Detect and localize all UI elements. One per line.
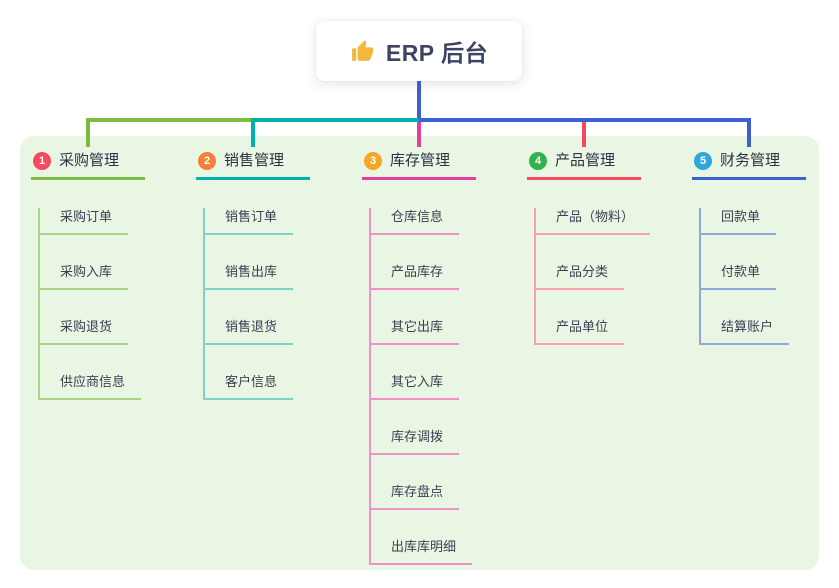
child-node[interactable]: 销售订单 [205,208,294,235]
child-node[interactable]: 产品库存 [371,263,460,290]
child-node[interactable]: 结算账户 [701,318,790,345]
root-node-erp-backend[interactable]: ERP 后台 [316,21,522,81]
connector-line [86,118,90,147]
root-title: ERP 后台 [385,40,489,66]
connector-line [251,118,255,147]
connector-line [417,122,421,147]
branch-label: 财务管理 [720,152,781,169]
branch-number-badge: 1 [33,151,51,170]
connector-line [417,81,421,122]
child-node[interactable]: 回款单 [701,208,777,235]
branch-number-badge: 2 [198,151,216,170]
branch-children: 仓库信息产品库存其它出库其它入库库存调拨库存盘点出库库明细 [369,208,476,565]
branch-1: 1 采购管理 采购订单采购入库采购退货供应商信息 [31,150,145,400]
branch-label: 销售管理 [224,152,285,169]
branch-label: 库存管理 [390,152,451,169]
branch-number-badge: 5 [694,151,712,170]
child-node[interactable]: 采购入库 [40,263,129,290]
branch-header[interactable]: 2 销售管理 [196,150,310,180]
branch-label: 采购管理 [59,152,120,169]
branch-children: 采购订单采购入库采购退货供应商信息 [38,208,145,400]
connector-line [253,118,419,122]
branch-4: 4 产品管理 产品（物料） 产品分类产品单位 [527,150,651,345]
branch-number-badge: 4 [529,151,547,170]
branch-children: 产品（物料） 产品分类产品单位 [534,208,651,345]
connector-line [86,118,253,122]
child-node[interactable]: 客户信息 [205,373,294,400]
connector-line [747,118,751,147]
thumbs-up-icon [351,39,374,61]
branch-number-badge: 3 [364,151,382,170]
child-node[interactable]: 采购退货 [40,318,129,345]
child-node[interactable]: 其它入库 [371,373,460,400]
branch-header[interactable]: 3 库存管理 [362,150,476,180]
branch-2: 2 销售管理 销售订单销售出库销售退货客户信息 [196,150,310,400]
branch-children: 回款单付款单结算账户 [699,208,806,345]
child-node[interactable]: 产品（物料） [536,208,651,235]
branch-header[interactable]: 1 采购管理 [31,150,145,180]
branch-header[interactable]: 5 财务管理 [692,150,806,180]
child-node[interactable]: 仓库信息 [371,208,460,235]
child-node[interactable]: 采购订单 [40,208,129,235]
child-node[interactable]: 付款单 [701,263,777,290]
child-node[interactable]: 其它出库 [371,318,460,345]
child-node[interactable]: 出库库明细 [371,538,473,565]
branch-label: 产品管理 [555,152,616,169]
child-node[interactable]: 产品单位 [536,318,625,345]
branch-3: 3 库存管理 仓库信息产品库存其它出库其它入库库存调拨库存盘点出库库明细 [362,150,476,565]
mindmap-panel [20,136,819,570]
branch-header[interactable]: 4 产品管理 [527,150,641,180]
child-node[interactable]: 销售退货 [205,318,294,345]
child-node[interactable]: 销售出库 [205,263,294,290]
child-node[interactable]: 库存盘点 [371,483,460,510]
child-node[interactable]: 库存调拨 [371,428,460,455]
connector-line [419,118,751,122]
branch-children: 销售订单销售出库销售退货客户信息 [203,208,310,400]
child-node[interactable]: 供应商信息 [40,373,142,400]
connector-line [582,122,586,147]
child-node[interactable]: 产品分类 [536,263,625,290]
branch-5: 5 财务管理 回款单付款单结算账户 [692,150,806,345]
